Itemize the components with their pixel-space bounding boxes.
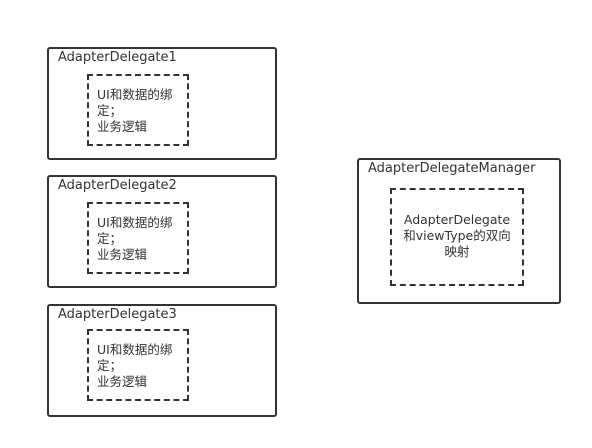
text-line: UI和数据的绑 <box>97 215 173 230</box>
adapter-delegate-3-title: AdapterDelegate3 <box>58 307 177 322</box>
adapter-delegate-3-inner: UI和数据的绑 定； 业务逻辑 <box>87 329 189 401</box>
text-line: 业务逻辑 <box>97 247 148 262</box>
text-line: 定； <box>97 231 123 246</box>
adapter-delegate-3-box: AdapterDelegate3 UI和数据的绑 定； 业务逻辑 <box>47 304 277 417</box>
adapter-delegate-2-inner: UI和数据的绑 定； 业务逻辑 <box>87 202 189 274</box>
text-line: UI和数据的绑 <box>97 342 173 357</box>
text-line: UI和数据的绑 <box>97 87 173 102</box>
text-line: 业务逻辑 <box>97 374 148 389</box>
adapter-delegate-2-title: AdapterDelegate2 <box>58 178 177 193</box>
adapter-delegate-3-text: UI和数据的绑 定； 业务逻辑 <box>97 342 172 390</box>
adapter-delegate-1-text: UI和数据的绑 定； 业务逻辑 <box>97 87 172 135</box>
text-line: 和viewType的双向 <box>403 228 511 243</box>
adapter-delegate-manager-title: AdapterDelegateManager <box>368 161 536 176</box>
text-line: 业务逻辑 <box>97 119 148 134</box>
text-line: 定； <box>97 358 123 373</box>
adapter-delegate-1-title: AdapterDelegate1 <box>58 50 177 65</box>
adapter-delegate-1-box: AdapterDelegate1 UI和数据的绑 定； 业务逻辑 <box>47 47 277 160</box>
text-line: 定； <box>97 103 123 118</box>
adapter-delegate-manager-text: AdapterDelegate 和viewType的双向 映射 <box>392 212 522 260</box>
adapter-delegate-manager-inner: AdapterDelegate 和viewType的双向 映射 <box>390 188 524 286</box>
text-line: AdapterDelegate <box>403 212 511 227</box>
adapter-delegate-manager-box: AdapterDelegateManager AdapterDelegate 和… <box>357 158 561 304</box>
adapter-delegate-2-text: UI和数据的绑 定； 业务逻辑 <box>97 215 172 263</box>
adapter-delegate-1-inner: UI和数据的绑 定； 业务逻辑 <box>87 74 189 146</box>
text-line: 映射 <box>444 244 470 259</box>
adapter-delegate-2-box: AdapterDelegate2 UI和数据的绑 定； 业务逻辑 <box>47 175 277 288</box>
